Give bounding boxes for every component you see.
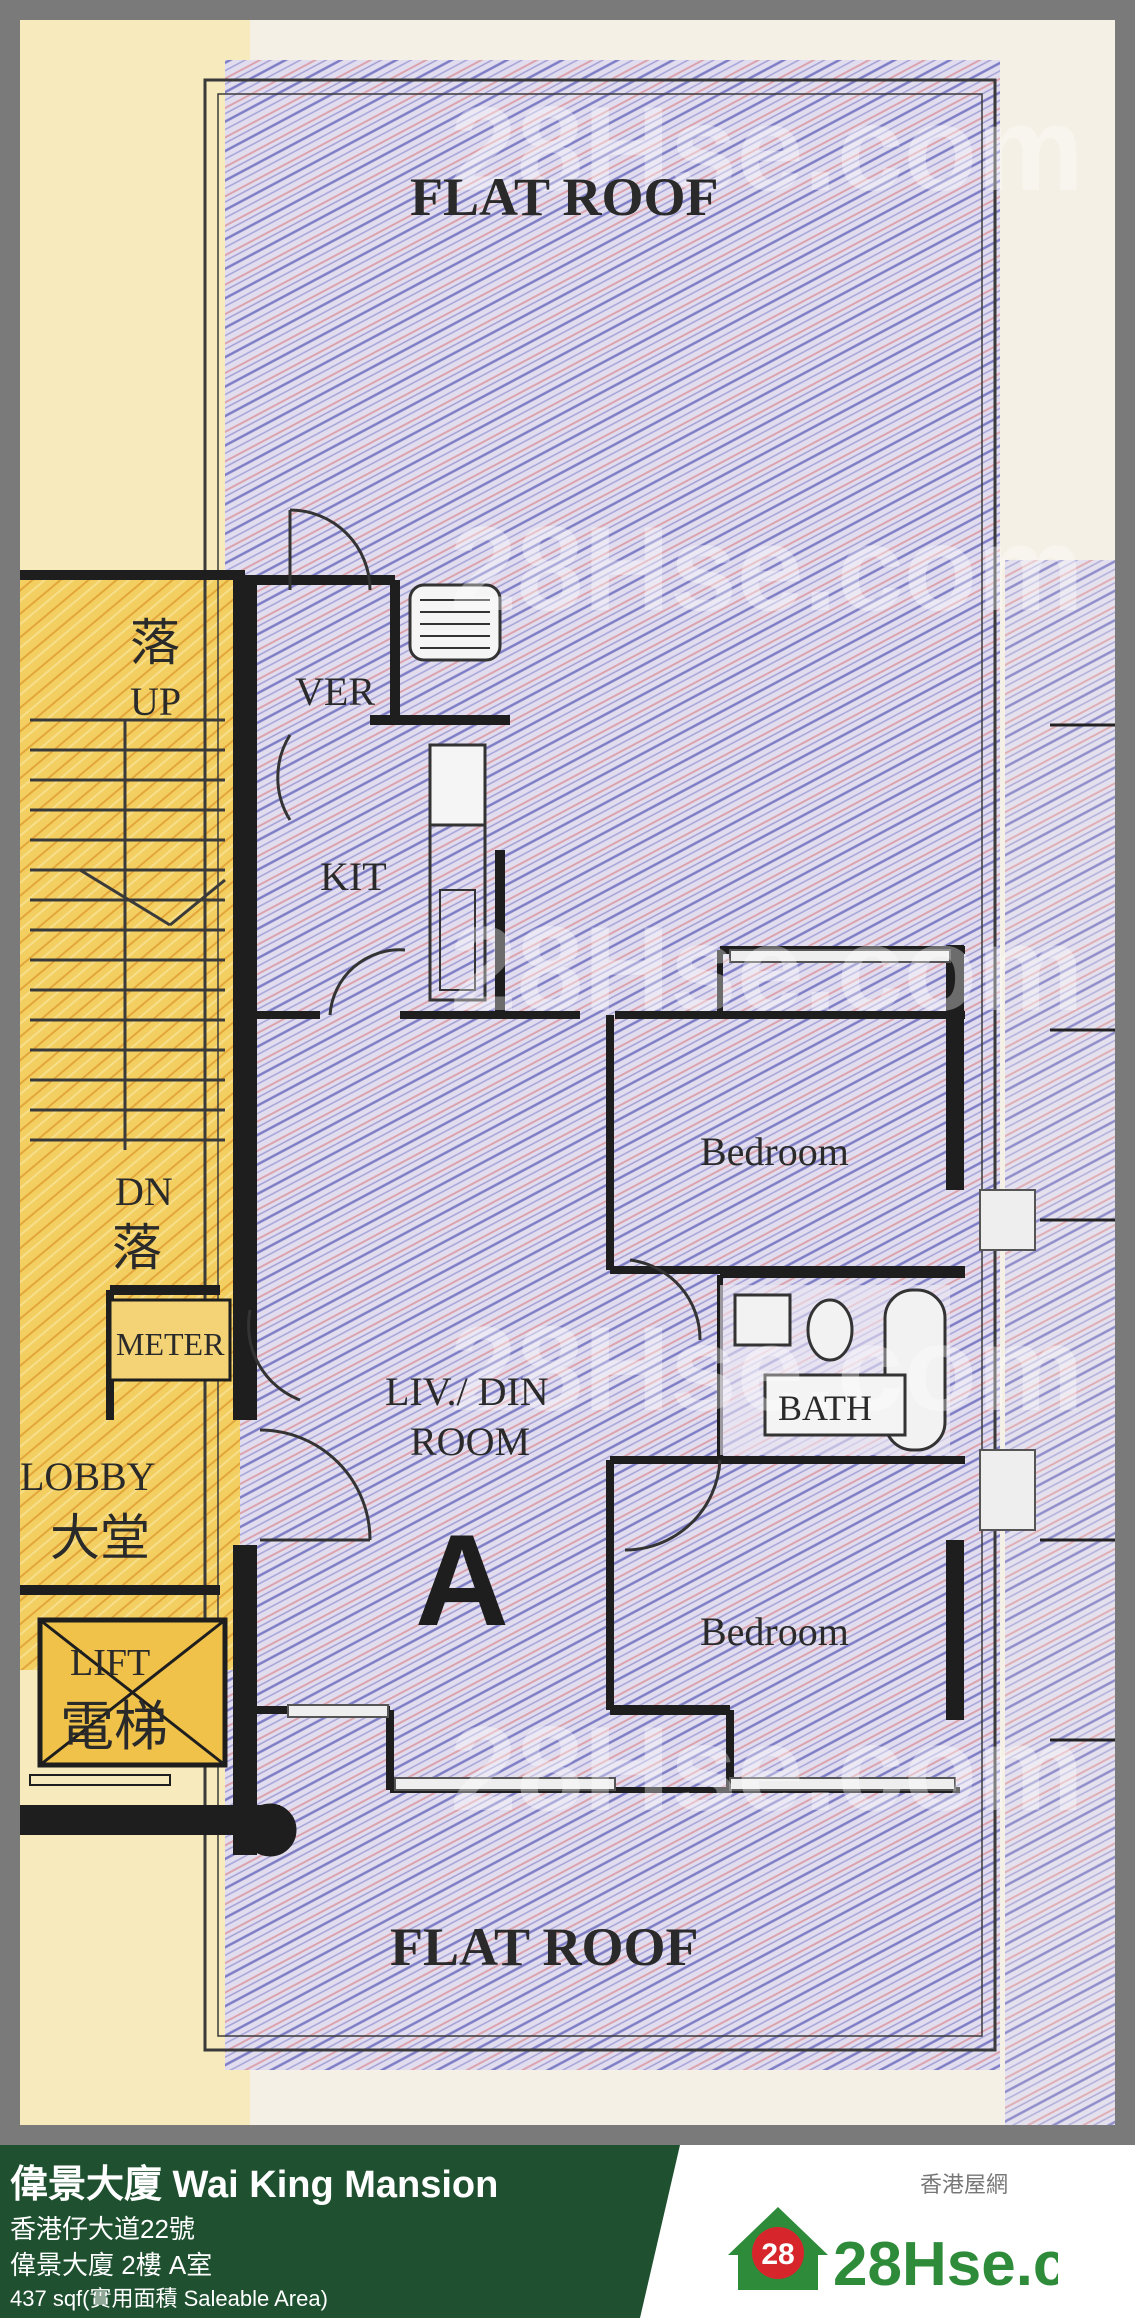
bath-label-box	[763, 1373, 907, 1437]
right-neighbour-strip	[1005, 560, 1115, 2125]
meter-box	[108, 1298, 232, 1382]
watermark-5: 28Hse.com	[450, 1702, 1084, 1836]
stair-lobby-walls	[20, 570, 297, 1857]
lift-label: LIFT	[70, 1642, 150, 1684]
footer: 偉景大廈 Wai King Mansion 香港仔大道22號 偉景大廈 2樓 A…	[0, 2145, 1135, 2318]
floor-plan-svg: 28Hse.com 28Hse.com 28Hse.com 28Hse.com …	[20, 20, 1115, 2125]
28hse-logo[interactable]: 28 28Hse.com	[728, 2185, 1058, 2295]
liv-din-label-2: ROOM	[410, 1419, 530, 1464]
flat-roof-boundary-inner	[217, 93, 983, 2037]
footer-info-panel: 偉景大廈 Wai King Mansion 香港仔大道22號 偉景大廈 2樓 A…	[0, 2145, 680, 2318]
building-address: 香港仔大道22號	[10, 2214, 195, 2244]
lift-cross-2	[39, 1618, 226, 1767]
stair-shaded	[20, 580, 240, 1670]
kitchen-counter-inner	[439, 889, 476, 991]
lobby-label: LOBBY	[20, 1454, 156, 1499]
unit-description: 偉景大廈 2樓 A室	[10, 2250, 213, 2280]
kitchen-sink	[428, 743, 487, 827]
flat-roof-bottom-label: FLAT ROOF	[390, 1917, 699, 1977]
logo-wordmark: 28Hse.com	[833, 2230, 1058, 2295]
flat-roof-top-label: FLAT ROOF	[410, 167, 719, 227]
floor-plan: 28Hse.com 28Hse.com 28Hse.com 28Hse.com …	[20, 20, 1115, 2125]
stair-dn-label: DN	[115, 1169, 173, 1214]
toilet	[806, 1298, 854, 1362]
neighbour-wall-ticks	[1040, 723, 1115, 1742]
staircase	[30, 718, 226, 1150]
kitchen-counter	[428, 823, 487, 1002]
watermark-2: 28Hse.com	[450, 502, 1084, 636]
watermarks: 28Hse.com 28Hse.com 28Hse.com 28Hse.com …	[450, 82, 1084, 1836]
watermark-3: 28Hse.com	[450, 902, 1084, 1036]
flat-roof-boundary-outer	[203, 78, 997, 2052]
windows	[287, 949, 1036, 1791]
footer-brand-panel	[640, 2145, 1135, 2318]
wash-basin	[733, 1293, 792, 1347]
meter-label: METER	[116, 1326, 225, 1362]
building-title: 偉景大廈 Wai King Mansion	[10, 2164, 499, 2206]
ac-grille	[420, 599, 490, 649]
liv-din-label-1: LIV./ DIN	[385, 1369, 549, 1414]
bath-label: BATH	[778, 1388, 872, 1428]
saleable-area: 437 sqf(實用面積 Saleable Area)	[10, 2286, 328, 2311]
stair-up-label: UP	[130, 679, 181, 724]
ac-unit	[408, 583, 502, 662]
watermark-1: 28Hse.com	[450, 82, 1084, 216]
brand-chinese-name: 香港屋網	[920, 2172, 1009, 2197]
ver-label: VER	[295, 669, 375, 714]
door-swings	[247, 508, 722, 1552]
watermark-4: 28Hse.com	[450, 1302, 1084, 1436]
stair-dn-cn-label: 落	[112, 1220, 162, 1276]
logo-badge-circle	[752, 2227, 804, 2279]
lobby-cn-label: 大堂	[50, 1510, 150, 1566]
kit-label: KIT	[320, 854, 387, 899]
lift-cn-label: 電梯	[60, 1697, 168, 1757]
bedroom-2-label: Bedroom	[700, 1609, 849, 1654]
logo-badge-text: 28	[761, 2238, 794, 2271]
stair-up-cn-label: 落	[130, 615, 180, 671]
bedroom-1-label: Bedroom	[700, 1129, 849, 1174]
flat-letter-label: A	[415, 1507, 509, 1653]
flat-walls	[245, 575, 965, 1793]
lift-door	[29, 1774, 171, 1786]
